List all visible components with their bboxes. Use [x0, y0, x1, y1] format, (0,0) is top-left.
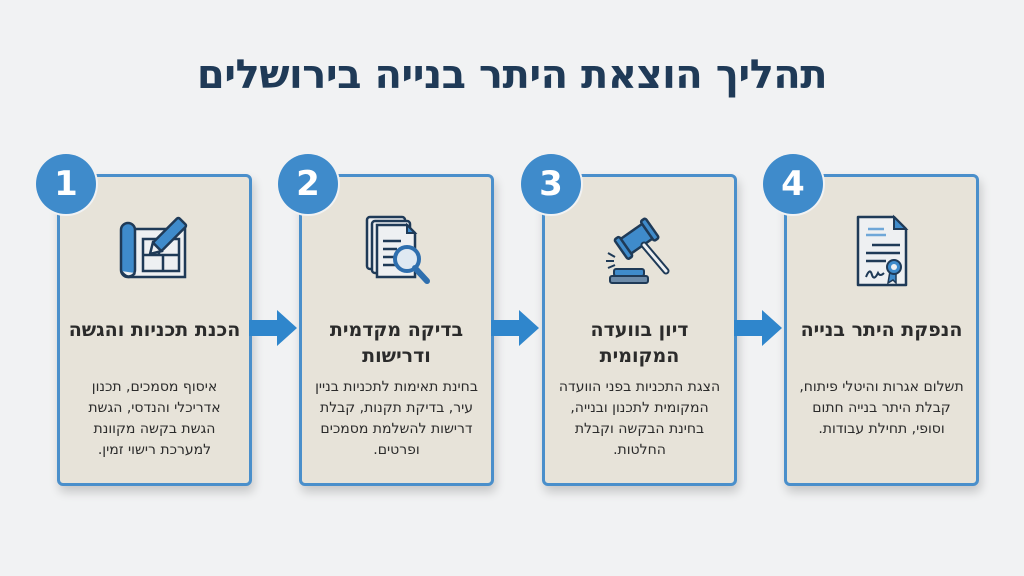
step-description: הצגת התכניות בפני הוועדה המקומית לתכנון …: [558, 379, 721, 458]
step-title: בדיקה מקדמית ודרישות: [329, 319, 464, 367]
step-number-badge: 1: [36, 154, 96, 214]
certificate-icon: [787, 211, 976, 291]
step-number-badge: 3: [521, 154, 581, 214]
gavel-icon: [545, 211, 734, 291]
step-card-4: הנפקת היתר בנייה תשלום אגרות והיטלי פיתו…: [784, 174, 979, 486]
step-title: הנפקת היתר בנייה: [800, 319, 963, 341]
document-search-icon: [302, 211, 491, 291]
step-description: בחינת תאימות לתכניות בניין עיר, בדיקת תק…: [315, 379, 478, 458]
step-number-badge: 2: [278, 154, 338, 214]
arrow-right-icon: [249, 310, 297, 346]
arrow-right-icon: [491, 310, 539, 346]
step-number-badge: 4: [763, 154, 823, 214]
step-card-3: דיון בוועדה המקומית הצגת התכניות בפני הו…: [542, 174, 737, 486]
step-card-1: הכנת תכניות והגשה איסוף מסמכים, תכנון אד…: [57, 174, 252, 486]
blueprint-pencil-icon: [60, 211, 249, 291]
step-description: איסוף מסמכים, תכנון אדריכלי והנדסי, הגשת…: [88, 379, 221, 458]
page-title: תהליך הוצאת היתר בנייה בירושלים: [196, 52, 828, 98]
step-title: דיון בוועדה המקומית: [590, 319, 689, 367]
step-card-2: בדיקה מקדמית ודרישות בחינת תאימות לתכניו…: [299, 174, 494, 486]
step-title: הכנת תכניות והגשה: [68, 319, 241, 341]
arrow-right-icon: [734, 310, 782, 346]
step-description: תשלום אגרות והיטלי פיתוח, קבלת היתר בניי…: [799, 379, 964, 437]
